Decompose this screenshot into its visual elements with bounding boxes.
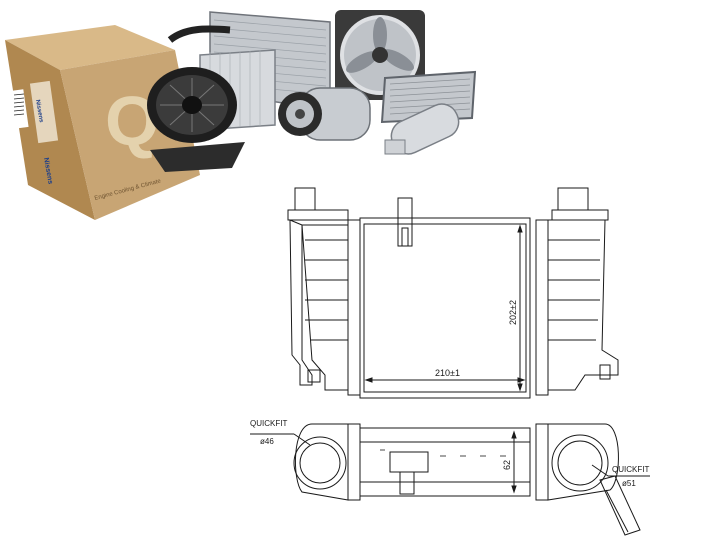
height-dimension: 202±2 <box>508 224 523 392</box>
bottom-view: 62 QUICKFIT ø46 QUICKFIT ø51 <box>250 419 650 536</box>
inlet-label: QUICKFIT <box>250 419 287 428</box>
front-view: 210±1 202±2 <box>287 187 619 399</box>
outlet-diameter: ø51 <box>622 479 636 488</box>
depth-dimension: 62 <box>502 430 517 494</box>
core-outline <box>359 197 531 399</box>
ac-compressor-image <box>278 87 371 141</box>
width-dimension-label: 210±1 <box>435 368 460 378</box>
inlet-diameter: ø46 <box>260 437 274 446</box>
depth-dimension-label: 62 <box>502 460 512 470</box>
inlet-callout: QUICKFIT ø46 <box>250 419 311 446</box>
box-brand-text: Nissens <box>34 99 44 123</box>
box-side-brand-text: Nissens <box>42 157 54 185</box>
product-photo-collage: Nissens Nissens Q Engine Cooling & Clima… <box>5 10 477 220</box>
outlet-label: QUICKFIT <box>612 465 649 474</box>
width-dimension: 210±1 <box>364 368 526 383</box>
technical-drawing: 210±1 202±2 <box>250 187 650 536</box>
outlet-callout: QUICKFIT ø51 <box>591 464 650 488</box>
packaging-box: Nissens Nissens Q Engine Cooling & Clima… <box>5 25 200 220</box>
inlet-pipe <box>293 423 349 501</box>
height-dimension-label: 202±2 <box>508 300 518 325</box>
left-tank <box>287 187 361 396</box>
blower-motor-image <box>147 67 245 172</box>
receiver-dryer-image <box>384 103 460 155</box>
right-tank <box>535 187 619 396</box>
outlet-pipe <box>547 423 641 536</box>
